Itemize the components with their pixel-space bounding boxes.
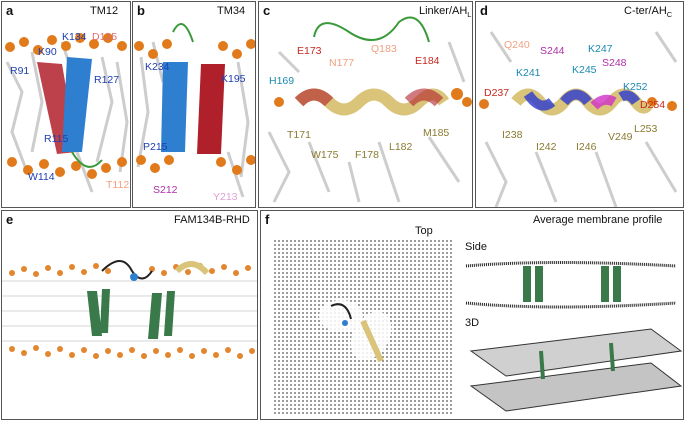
- threed-view-membrane: [469, 328, 683, 412]
- panel-c: c Linker/AHL E173 N177 Q183 E184 H169 T1…: [258, 1, 473, 208]
- residue-label: K90: [38, 46, 57, 58]
- threed-view-label: 3D: [465, 317, 480, 329]
- panel-b-letter: b: [137, 3, 145, 18]
- panel-b: b TM34 K234 K195 P215 S212 Y213: [132, 1, 256, 208]
- residue-label: Y213: [213, 191, 238, 203]
- panel-e-protein: [87, 260, 210, 339]
- panel-e-letter: e: [6, 212, 14, 227]
- panel-a: a TM12 K90 K134 D135 R91 R127 R115 W114 …: [1, 1, 131, 208]
- residue-label: W175: [311, 149, 339, 161]
- top-view-label: Top: [415, 225, 433, 237]
- residue-label: K241: [516, 67, 541, 79]
- residue-label: H169: [269, 75, 295, 87]
- panel-c-spheres: [274, 88, 472, 107]
- residue-label: D237: [484, 87, 510, 99]
- panel-d-title-sub: C: [666, 10, 673, 20]
- residue-label: I238: [502, 129, 523, 141]
- residue-label: K234: [145, 61, 170, 73]
- panel-d-illustration: [479, 31, 678, 207]
- residue-label: V249: [608, 131, 633, 143]
- average-profile-label: Average membrane profile: [533, 214, 663, 226]
- residue-label: T112: [106, 179, 130, 191]
- panel-e: e FAM134B-RHD: [1, 210, 258, 420]
- panel-d-helix: [511, 88, 654, 116]
- residue-label: T171: [287, 129, 311, 141]
- panel-c-title-sub: L: [467, 10, 472, 20]
- side-view-label: Side: [465, 241, 488, 253]
- panel-d-letter: d: [480, 3, 488, 18]
- panel-f: f Top Average membrane profile Side 3D: [260, 210, 684, 420]
- panel-b-title: TM34: [217, 5, 246, 17]
- panel-b-helices: [161, 23, 225, 154]
- panel-c-helix: [294, 88, 449, 116]
- residue-label: E184: [415, 55, 440, 67]
- panel-c-illustration: [267, 16, 472, 203]
- panel-a-helices: [37, 57, 103, 168]
- residue-label: P215: [143, 141, 168, 153]
- panel-d-spheres: [479, 97, 677, 111]
- panel-e-spheres-top: [9, 263, 251, 277]
- residue-label: K134: [62, 31, 87, 43]
- residue-label: W114: [28, 171, 55, 183]
- panel-a-title: TM12: [90, 5, 119, 17]
- residue-label: K195: [221, 73, 246, 85]
- panel-d-title: C-ter/AHC: [624, 5, 672, 19]
- panel-e-title: FAM134B-RHD: [174, 214, 250, 226]
- residue-label: R91: [10, 65, 30, 77]
- residue-label: I246: [576, 141, 597, 153]
- residue-label: Q183: [371, 43, 397, 55]
- residue-label: K252: [623, 81, 648, 93]
- residue-label: D135: [92, 31, 118, 43]
- panel-a-illustration: [5, 33, 129, 193]
- residue-label: S244: [540, 45, 565, 57]
- panel-b-spheres: [134, 39, 255, 175]
- side-view-membrane: [465, 261, 677, 309]
- panel-e-illustration: [2, 260, 257, 359]
- residue-label: N177: [329, 57, 355, 69]
- residue-label: L253: [634, 123, 658, 135]
- residue-label: Q240: [504, 39, 530, 51]
- panel-d-title-main: C-ter/AH: [624, 5, 667, 17]
- residue-label: S248: [602, 57, 627, 69]
- residue-label: R115: [44, 133, 69, 145]
- residue-label: K245: [572, 64, 597, 76]
- residue-label: E173: [297, 45, 322, 57]
- panel-f-illustration: [273, 239, 683, 415]
- panel-e-spheres-bottom: [9, 345, 255, 359]
- residue-label: I242: [536, 141, 557, 153]
- panel-b-illustration: [134, 23, 255, 198]
- residue-label: M185: [423, 127, 450, 139]
- panel-d: d C-ter/AHC Q240 S244 K247 K241 K245 S24…: [475, 1, 684, 208]
- residue-label: D254: [640, 99, 666, 111]
- panel-c-letter: c: [263, 3, 271, 18]
- residue-label: K247: [588, 43, 613, 55]
- panel-a-spheres: [5, 33, 127, 179]
- panel-c-title-main: Linker/AH: [419, 5, 468, 17]
- panel-f-letter: f: [265, 212, 270, 227]
- residue-label: S212: [153, 184, 178, 196]
- panel-a-letter: a: [6, 3, 14, 18]
- residue-label: F178: [355, 149, 379, 161]
- residue-label: R127: [94, 74, 120, 86]
- residue-label: L182: [389, 141, 413, 153]
- panel-c-title: Linker/AHL: [419, 5, 471, 19]
